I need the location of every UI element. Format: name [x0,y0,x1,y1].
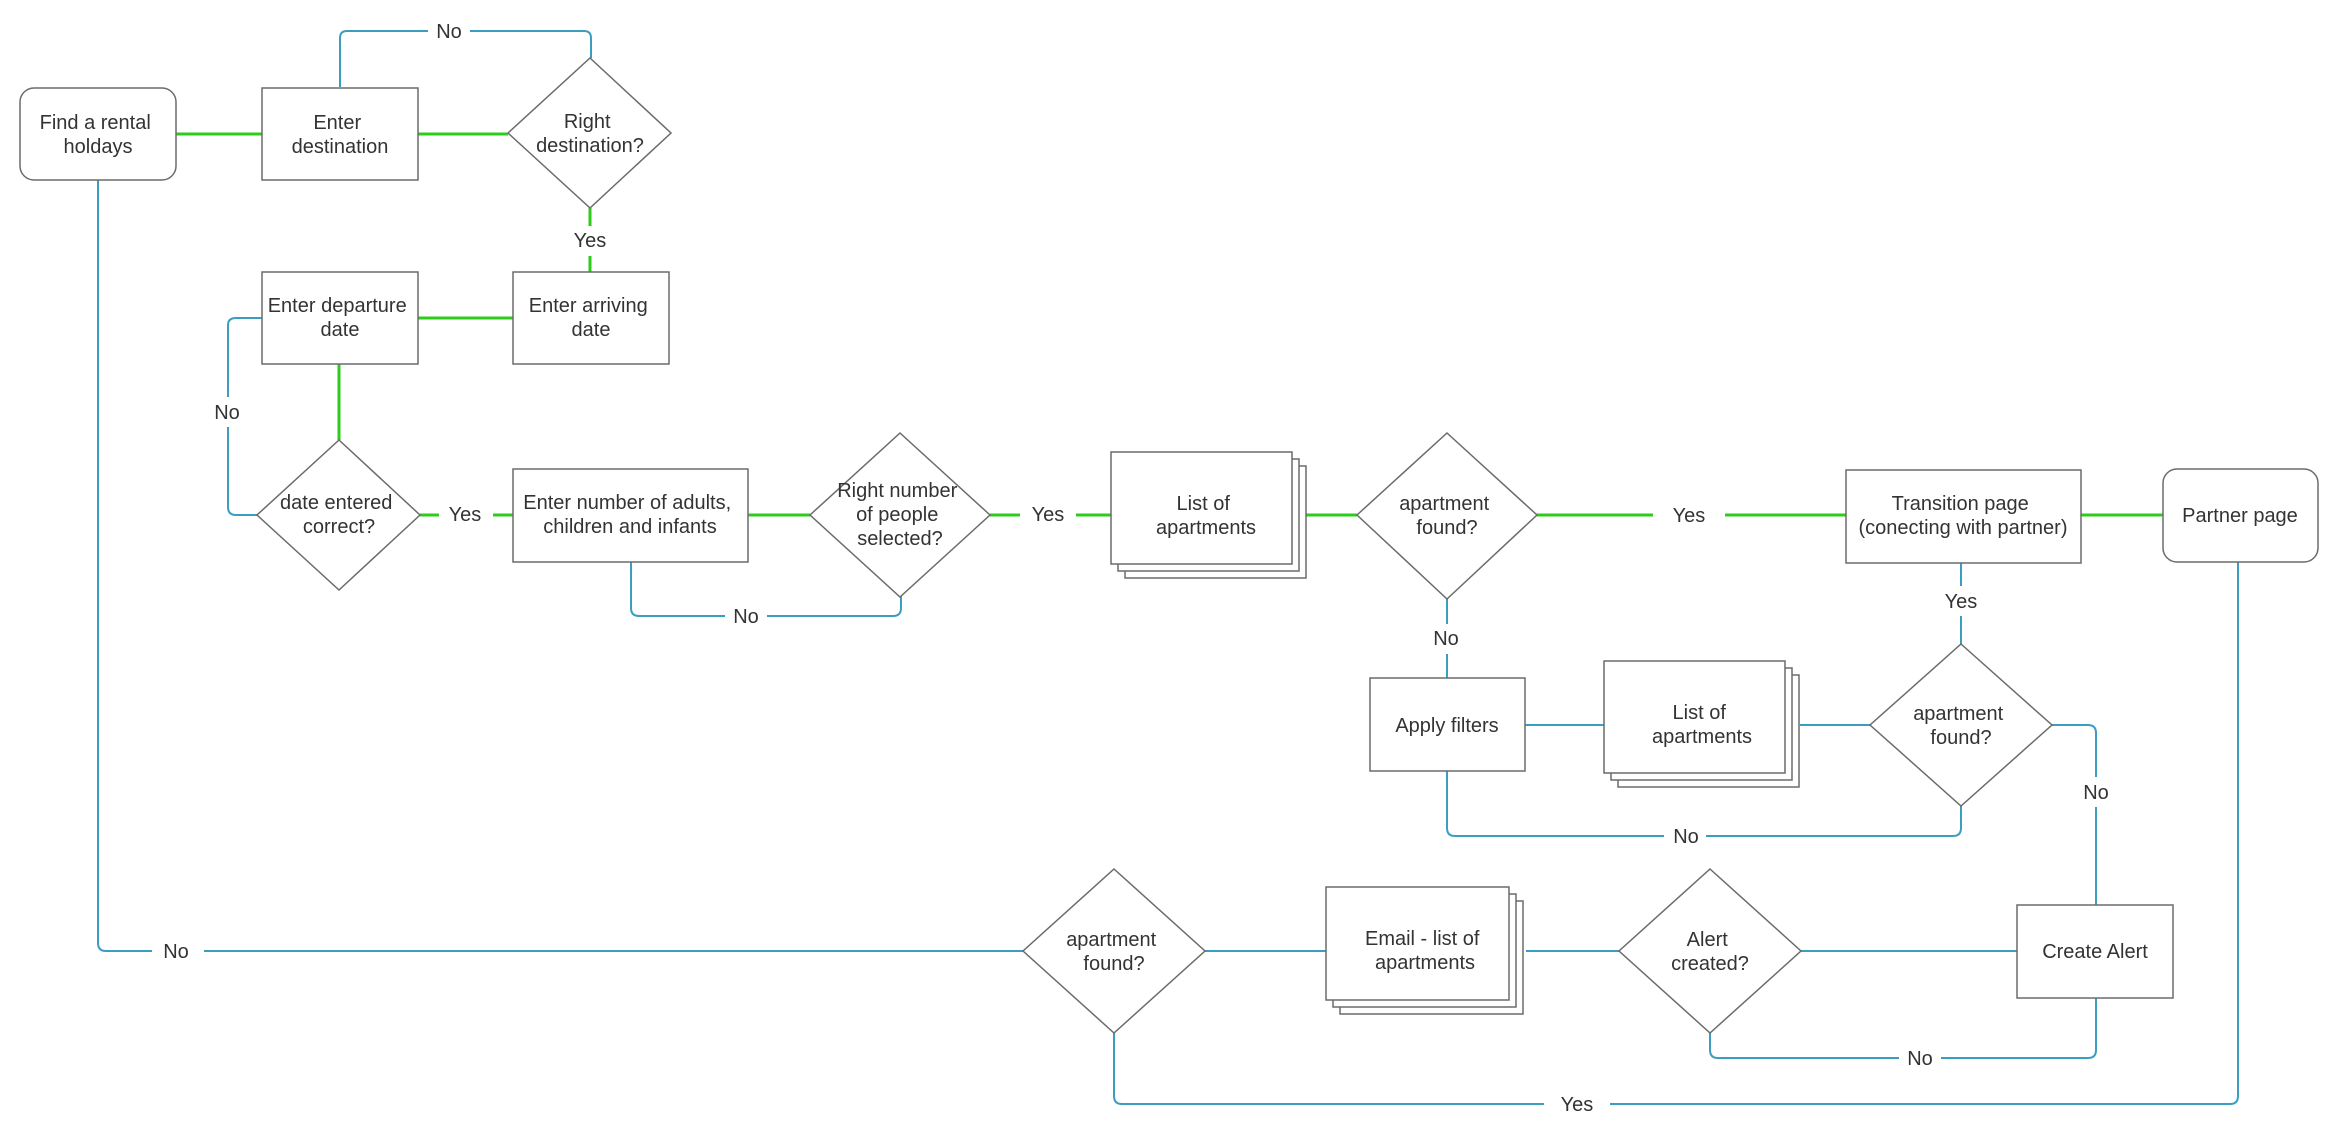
svg-text:Apply filters: Apply filters [1395,715,1498,737]
svg-text:List of apartments: List of apartments [1652,702,1752,748]
node-apartment-found-3-line-2: found? [1083,953,1144,975]
node-right-people-line-1: Right number [837,480,957,502]
node-apply-filters-line-1: Apply filters [1395,715,1498,737]
node-apartment-found-2-line-2: found? [1930,727,1991,749]
node-enter-departure-date: Enter departure date [261,271,419,365]
node-alert-created-decision: Alert created? [1617,867,1803,1035]
node-apartment-found-3-decision: apartment found? [1021,867,1207,1035]
node-enter-departure-line-2: date [321,319,360,341]
node-partner-line-1: Partner page [2182,505,2298,527]
node-enter-departure-line-1: Enter departure [268,295,407,317]
node-transition-page: Transition page (conecting with partner) [1845,469,2082,564]
svg-text:apartment found?: apartment found? [1066,929,1162,975]
node-alert-created-line-2: created? [1671,953,1749,975]
node-list-apartments-1-line-1: List of [1177,493,1231,515]
edge-label-people-no: No [733,606,759,628]
svg-text:date entered correct?: date entered correct? [280,492,398,538]
edge-start-no-to-found3 [97,180,1023,952]
node-apartment-found-1-decision: apartment found? [1355,431,1539,601]
node-transition-line-2: (conecting with partner) [1859,517,2068,539]
svg-text:Alert created?: Alert created? [1671,929,1749,975]
node-enter-destination-line-1: Enter [313,112,361,134]
node-right-destination-decision: Right destination? [506,56,673,210]
edge-found3-yes-to-partner [1113,562,2239,1105]
node-start: Find a rental holdays [19,87,177,181]
node-enter-arriving-date: Enter arriving date [512,271,670,365]
node-list-apartments-1-line-2: apartments [1156,517,1256,539]
node-enter-destination-line-2: destination [292,136,389,158]
svg-text:Email - list of apartmen: Email - list of apartments [1365,928,1485,974]
svg-text:Right destination?: Right destination? [536,111,644,157]
svg-text:apartment found?: apartment found? [1913,703,2009,749]
svg-text:List of apartments: List of apartments [1156,493,1256,539]
node-date-correct-line-2: correct? [303,516,375,538]
node-partner-page: Partner page [2162,468,2319,563]
edge-found2-to-alert [2052,724,2097,905]
svg-text:Enter departure date: Enter departure date [268,295,413,341]
svg-text:Create Alert: Create Alert [2042,941,2148,963]
node-list-apartments-2-line-2: apartments [1652,726,1752,748]
edge-label-date-no: No [214,402,240,424]
node-email-list: Email - list of apartments [1325,886,1524,1015]
edge-label-destination-no: No [436,21,462,43]
edge-label-people-yes: Yes [1032,504,1065,526]
node-list-apartments-2: List of apartments [1603,660,1800,788]
node-start-line-1: Find a rental [40,112,151,134]
node-date-correct-line-1: date entered [280,492,392,514]
node-create-alert: Create Alert [2016,904,2174,999]
node-start-line-2: holdays [64,136,133,158]
edge-label-start-no: No [163,941,189,963]
svg-text:Enter arriving date: Enter arriving date [529,295,654,341]
node-apply-filters: Apply filters [1369,677,1526,772]
svg-text:Enter destination: Enter destination [292,112,389,158]
svg-text:apartment found?: apartment found? [1399,493,1495,539]
node-enter-people: Enter number of adults, children and inf… [512,468,749,563]
node-enter-arriving-line-1: Enter arriving [529,295,648,317]
edge-label-found2-no: No [2083,782,2109,804]
node-right-people-decision: Right number of people selected? [808,431,992,599]
node-transition-line-1: Transition page [1892,493,2029,515]
node-enter-arriving-line-2: date [572,319,611,341]
node-enter-people-line-1: Enter number of adults, [523,492,731,514]
node-apartment-found-1-line-2: found? [1416,517,1477,539]
svg-text:Enter number of adults,: Enter number of adults, children and inf… [523,492,736,538]
node-email-list-line-1: Email - list of [1365,928,1480,950]
node-right-destination-line-1: Right [564,111,611,133]
node-apartment-found-3-line-1: apartment [1066,929,1156,951]
node-apartment-found-1-line-1: apartment [1399,493,1489,515]
node-enter-destination: Enter destination [261,87,419,181]
node-right-destination-line-2: destination? [536,135,644,157]
edge-label-date-yes: Yes [449,504,482,526]
node-apartment-found-2-line-1: apartment [1913,703,2003,725]
node-enter-people-line-2: children and infants [543,516,716,538]
edge-label-filters-no: No [1673,826,1699,848]
edge-label-found1-no: No [1433,628,1459,650]
edge-label-alert-no: No [1907,1048,1933,1070]
svg-text:Transition page (conecti: Transition page (conecting with partner) [1859,493,2068,539]
edge-label-found1-yes: Yes [1673,505,1706,527]
node-list-apartments-1: List of apartments [1110,451,1307,579]
node-date-correct-decision: date entered correct? [255,438,422,592]
node-right-people-line-2: of people [856,504,938,526]
node-list-apartments-2-line-1: List of [1673,702,1727,724]
node-create-alert-line-1: Create Alert [2042,941,2148,963]
node-right-people-line-3: selected? [857,528,943,550]
edge-label-destination-yes: Yes [574,230,607,252]
edge-label-transition-yes: Yes [1945,591,1978,613]
edge-label-partner-yes: Yes [1561,1094,1594,1116]
svg-text:Partner page: Partner page [2182,505,2298,527]
node-apartment-found-2-decision: apartment found? [1868,642,2054,808]
svg-text:Find a rental holdays: Find a rental holdays [40,112,157,158]
svg-text:Right number of people: Right number of people selected? [837,480,963,550]
node-alert-created-line-1: Alert [1687,929,1729,951]
node-email-list-line-2: apartments [1375,952,1475,974]
